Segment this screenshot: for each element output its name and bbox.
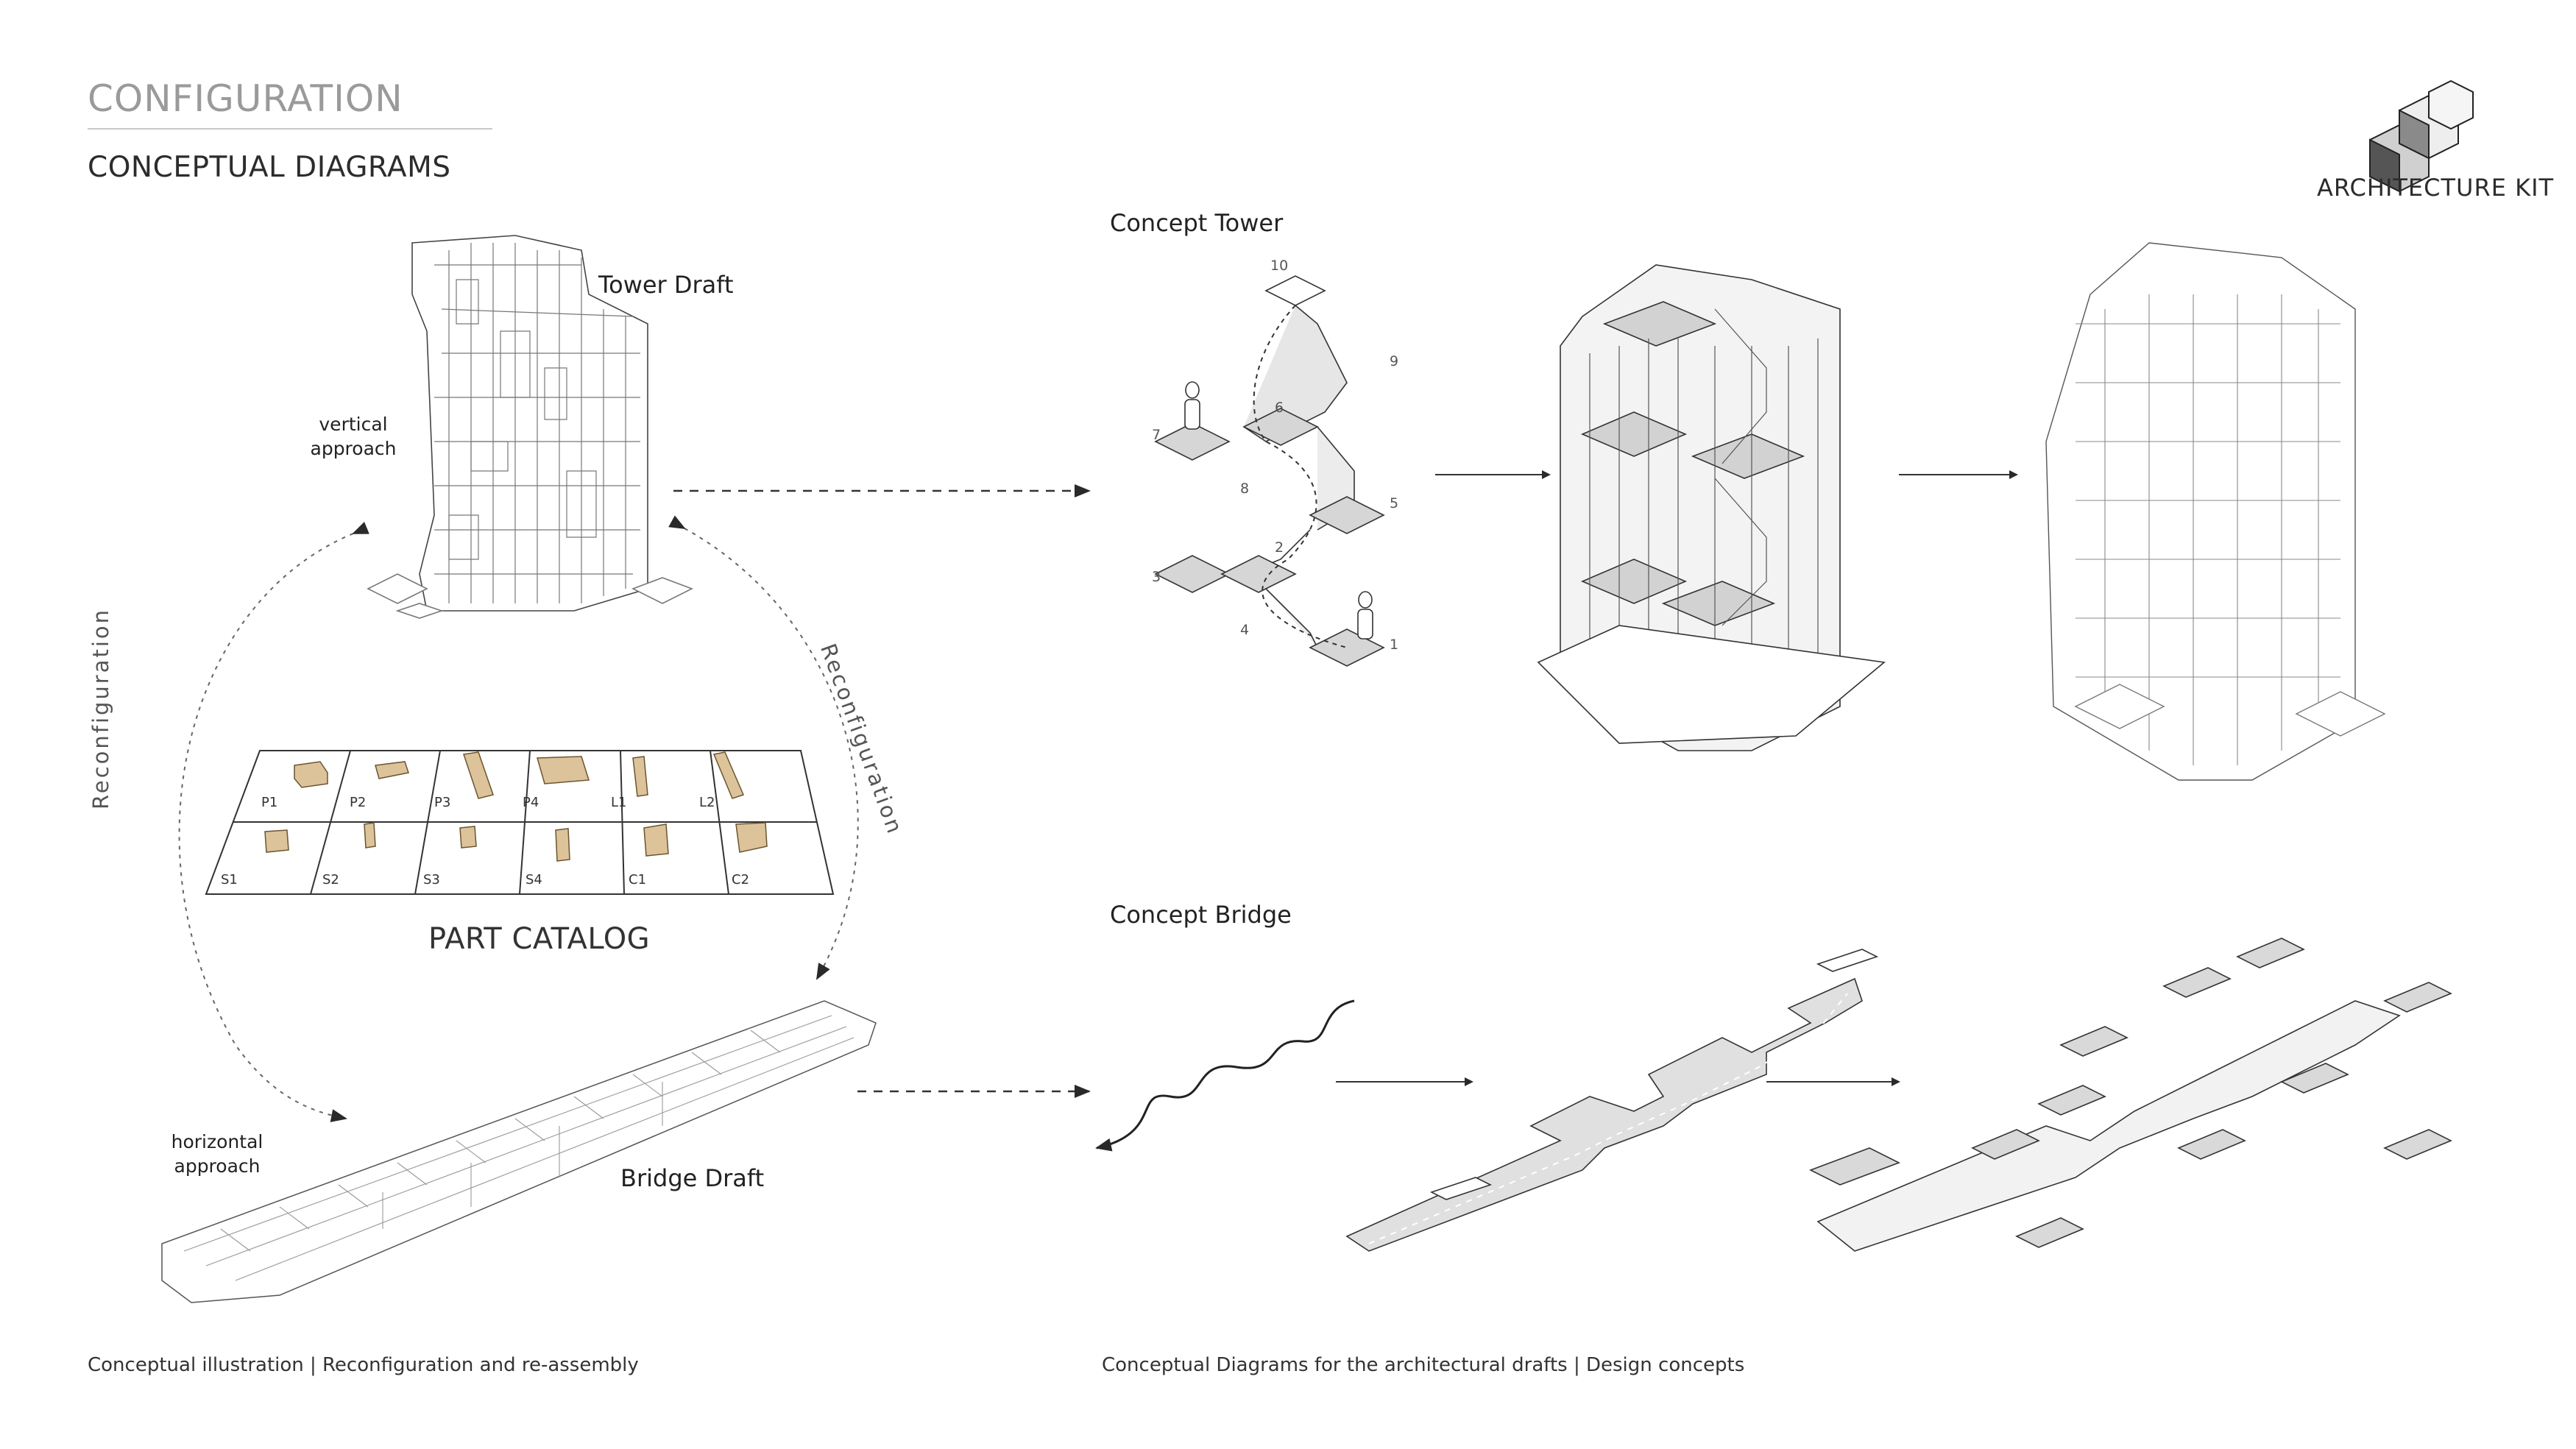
stair-number-1: 1 <box>1390 637 1399 653</box>
part-label-p4: P4 <box>523 795 539 810</box>
part-label-p1: P1 <box>261 795 278 810</box>
stair-number-3: 3 <box>1152 569 1161 585</box>
concept-tower-stair-diagram <box>1154 275 1385 667</box>
concept-tower-wireframe <box>2045 242 2386 781</box>
part-label-s3: S3 <box>423 872 440 888</box>
stair-number-7: 7 <box>1152 427 1161 443</box>
stair-number-8: 8 <box>1240 481 1250 497</box>
stair-number-6: 6 <box>1275 400 1284 416</box>
caption-right: Conceptual Diagrams for the architectura… <box>1102 1354 1745 1376</box>
part-label-p2: P2 <box>350 795 367 810</box>
part-label-l2: L2 <box>699 795 715 810</box>
concept-bridge-exploded <box>1809 938 2452 1252</box>
stair-number-2: 2 <box>1275 539 1284 556</box>
caption-left: Conceptual illustration | Reconfiguratio… <box>88 1354 639 1376</box>
concept-bridge-path <box>1345 949 1879 1252</box>
concept-bridge-label: Concept Bridge <box>1110 901 1292 929</box>
part-catalog-grid <box>205 750 835 895</box>
vertical-approach-label: vertical approach <box>310 414 397 459</box>
tower-draft-illustration <box>367 235 693 619</box>
part-label-c1: C1 <box>629 872 647 888</box>
part-label-s2: S2 <box>322 872 339 888</box>
part-label-s4: S4 <box>526 872 542 888</box>
tower-draft-label: Tower Draft <box>598 271 734 299</box>
architecture-kit-label: ARCHITECTURE KIT <box>2317 174 2555 202</box>
bridge-draft-illustration <box>161 1000 877 1303</box>
catalog-parts <box>264 751 768 862</box>
bridge-draft-label: Bridge Draft <box>620 1164 765 1192</box>
stair-number-9: 9 <box>1390 353 1399 369</box>
part-label-c2: C2 <box>732 872 750 888</box>
stair-number-5: 5 <box>1390 495 1399 511</box>
part-catalog-title: PART CATALOG <box>428 922 651 956</box>
reconfiguration-label-left: Reconfiguration <box>88 607 113 809</box>
part-label-p3: P3 <box>434 795 451 810</box>
stair-number-10: 10 <box>1270 258 1289 274</box>
title-divider <box>88 128 492 130</box>
page-title: CONCEPTUAL DIAGRAMS <box>88 151 451 184</box>
stair-number-4: 4 <box>1240 622 1250 638</box>
reconfig-arc-left <box>178 522 369 1122</box>
bridge-squiggle-path <box>1095 999 1355 1152</box>
concept-tower-label: Concept Tower <box>1110 209 1284 237</box>
part-label-l1: L1 <box>611 795 627 810</box>
horizontal-approach-label: horizontal approach <box>171 1131 263 1177</box>
concept-tower-assembled <box>1537 264 1886 751</box>
architecture-kit-logo <box>2369 79 2474 193</box>
part-label-s1: S1 <box>221 872 238 888</box>
section-title: CONFIGURATION <box>88 77 403 120</box>
